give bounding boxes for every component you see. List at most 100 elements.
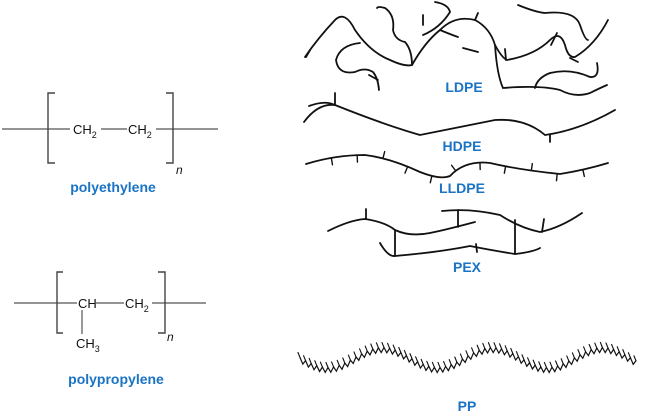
ldpe-branch (335, 42, 380, 91)
hdpe-label: HDPE (443, 138, 482, 154)
ldpe-side (462, 47, 479, 53)
pp-methyl (426, 360, 430, 367)
pp-methyl (409, 353, 413, 360)
pex-chains: PEX (327, 208, 583, 275)
polypropylene-label: polypropylene (68, 371, 164, 387)
pp-methyl (454, 356, 458, 363)
pp-methyl-groups (297, 341, 637, 369)
lldpe-label: LLDPE (439, 180, 485, 196)
polyethylene-structure: CH2 CH2 n polyethylene (2, 92, 218, 195)
ch2-group-2: CH2 (128, 122, 152, 140)
pp-label: PP (458, 398, 477, 414)
lldpe-branch (404, 165, 409, 174)
pp-methyl (532, 359, 536, 366)
pp-methyl (571, 352, 575, 359)
lldpe-branch (555, 173, 558, 182)
pp-methyl (308, 357, 312, 365)
pp-methyl (594, 342, 598, 349)
ldpe-branch (494, 44, 608, 96)
pp-methyl (437, 361, 441, 368)
ldpe-side (550, 32, 558, 46)
pp-methyl (611, 343, 615, 350)
lldpe-branch (503, 165, 507, 174)
pp-methyl (314, 360, 318, 367)
pp-methyl (605, 342, 609, 349)
pp-methyl (325, 361, 329, 369)
pp-methyl (527, 357, 531, 364)
pp-methyl (347, 354, 351, 361)
right-bracket (158, 271, 166, 334)
lldpe-branch (330, 157, 334, 166)
ldpe-branch (517, 4, 589, 41)
pp-methyl (538, 361, 542, 368)
pp-methyl (297, 351, 301, 359)
ldpe-branch (439, 29, 459, 38)
ldpe-branch (422, 1, 451, 36)
lldpe-branch (530, 162, 534, 172)
pp-methyl (515, 351, 519, 358)
pp-methyl (303, 355, 307, 362)
ch2-group-1: CH2 (73, 122, 97, 140)
ch2-group: CH2 (125, 296, 149, 314)
ldpe-label: LDPE (445, 79, 482, 95)
pp-chain: PP (297, 341, 637, 414)
hdpe-chain: HDPE (303, 103, 616, 154)
lldpe-branch (382, 150, 386, 160)
pp-methyl (364, 345, 368, 352)
pp-methyl (331, 361, 335, 368)
pp-methyl (336, 359, 340, 366)
pex-side (475, 243, 478, 253)
repeat-n: n (167, 330, 174, 344)
pex-label: PEX (453, 259, 482, 275)
hdpe-main-chain (303, 103, 616, 136)
pex-side (541, 218, 545, 233)
ldpe-side (305, 49, 311, 58)
repeat-n: n (176, 163, 183, 177)
ldpe-side (474, 12, 479, 21)
ch3-group: CH3 (76, 336, 100, 354)
pp-methyl (627, 352, 631, 359)
ldpe-branch (534, 62, 599, 89)
pp-methyl (387, 342, 391, 349)
pp-methyl (487, 342, 491, 349)
right-bracket (166, 92, 174, 164)
pp-methyl (622, 349, 626, 356)
ldpe-side (504, 48, 507, 61)
pp-methyl (431, 361, 435, 368)
pp-methyl (403, 349, 407, 357)
polyethylene-label: polyethylene (70, 179, 156, 195)
left-bracket (47, 92, 55, 164)
pp-methyl (471, 347, 475, 354)
ldpe-side (569, 57, 579, 63)
pp-methyl (588, 343, 592, 351)
pp-methyl (499, 343, 503, 350)
pp-methyl (448, 359, 452, 366)
pex-chain-3 (379, 242, 541, 257)
pp-methyl (370, 343, 374, 350)
pp-methyl (353, 351, 357, 358)
pp-methyl (381, 341, 385, 349)
lldpe-branch (582, 168, 586, 178)
pp-methyl (359, 348, 363, 355)
pp-methyl (459, 353, 463, 360)
pp-methyl (521, 354, 525, 361)
pex-chain-2 (441, 209, 583, 233)
pp-methyl (543, 361, 547, 369)
pp-methyl (392, 344, 396, 351)
pp-methyl (420, 358, 424, 365)
pex-chain-1 (327, 218, 476, 236)
pp-methyl (577, 349, 581, 356)
ldpe-branch (376, 6, 413, 66)
lldpe-branch (429, 175, 433, 184)
pp-methyl (443, 360, 447, 367)
pp-methyl (549, 361, 553, 368)
pp-methyl (342, 357, 346, 364)
pp-methyl (599, 341, 603, 349)
ldpe-main-chain (304, 15, 609, 67)
pp-methyl (375, 342, 379, 349)
lldpe-chain: LLDPE (305, 150, 609, 196)
pp-methyl (583, 346, 587, 353)
pp-methyl (465, 350, 469, 357)
pp-methyl (319, 361, 323, 368)
pp-methyl (616, 346, 620, 353)
